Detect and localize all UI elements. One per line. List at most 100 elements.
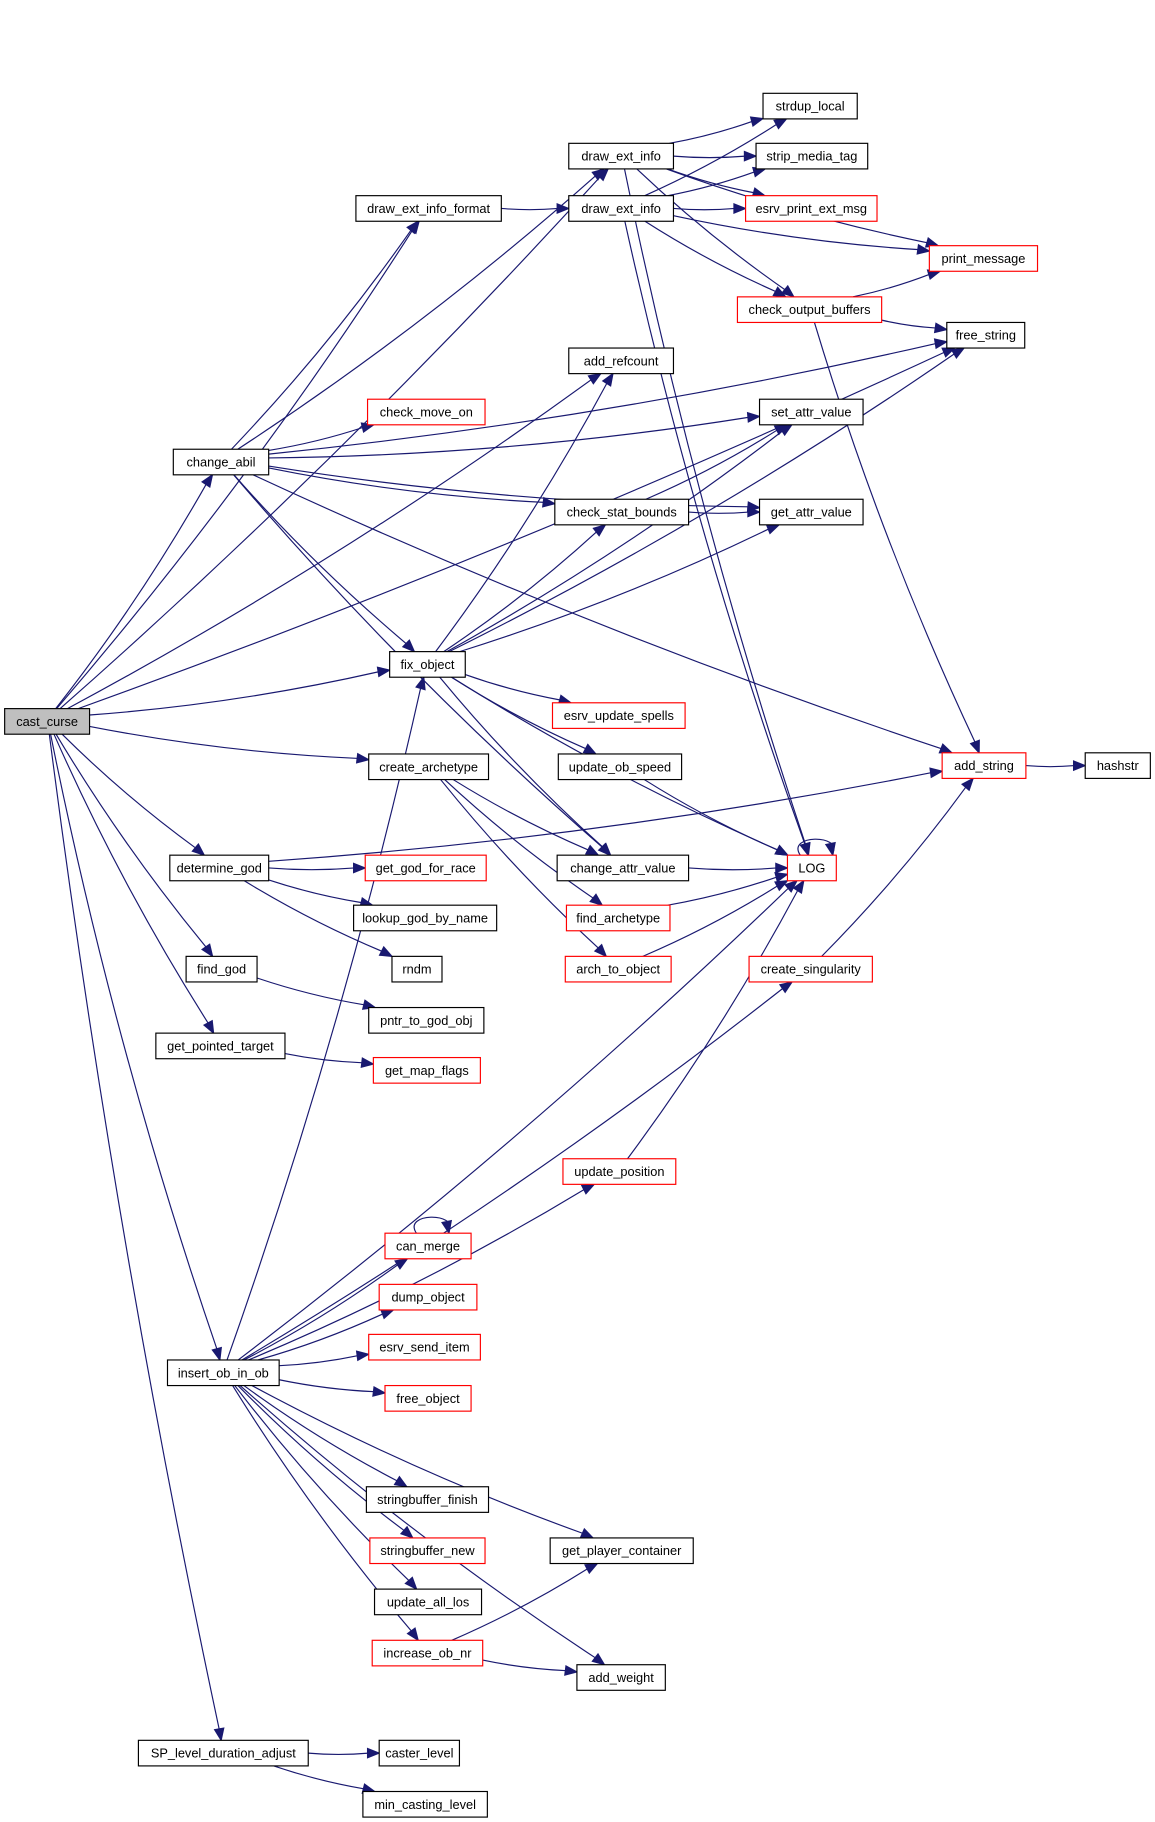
node-strip_media_tag[interactable]: strip_media_tag <box>755 142 869 170</box>
edge-line <box>55 733 208 949</box>
node-find_archetype[interactable]: find_archetype <box>565 904 671 932</box>
arrowhead-icon <box>746 411 762 423</box>
node-label: strip_media_tag <box>766 149 857 164</box>
edge-line <box>852 273 931 298</box>
node-update_all_los[interactable]: update_all_los <box>373 1588 483 1616</box>
node-can_merge[interactable]: can_merge <box>384 1232 472 1260</box>
edge-determine_god-to-add_string <box>268 767 944 862</box>
node-add_string[interactable]: add_string <box>941 752 1027 779</box>
node-insert_ob_in_ob[interactable]: insert_ob_in_ob <box>166 1359 280 1387</box>
edge-line <box>268 867 355 871</box>
edge-line <box>237 174 597 450</box>
node-fix_object[interactable]: fix_object <box>389 651 466 678</box>
node-SP_level_duration_adjust[interactable]: SP_level_duration_adjust <box>137 1739 309 1767</box>
edge-line <box>243 1385 399 1482</box>
node-min_casting_level[interactable]: min_casting_level <box>362 1790 488 1818</box>
node-print_message[interactable]: print_message <box>928 245 1039 272</box>
edge-draw_ext_info_a-to-strdup_local <box>669 116 765 144</box>
edge-line <box>243 880 383 953</box>
node-free_string[interactable]: free_string <box>946 321 1026 349</box>
node-esrv_update_spells[interactable]: esrv_update_spells <box>551 702 686 729</box>
arrowhead-icon <box>916 243 931 255</box>
node-add_weight[interactable]: add_weight <box>576 1664 666 1691</box>
node-check_output_buffers[interactable]: check_output_buffers <box>736 296 883 324</box>
arrowhead-icon <box>592 523 607 537</box>
node-label: arch_to_object <box>576 962 660 977</box>
node-label: strdup_local <box>776 99 845 114</box>
node-lookup_god_by_name[interactable]: lookup_god_by_name <box>353 904 498 932</box>
arrowhead-icon <box>747 506 762 518</box>
node-change_attr_value[interactable]: change_attr_value <box>556 854 690 882</box>
node-box <box>368 753 490 781</box>
nodes-layer: cast_curse draw_ext_info draw_ext_info_for… <box>4 92 1151 1818</box>
node-create_singularity[interactable]: create_singularity <box>748 955 873 983</box>
node-label: LOG <box>798 860 825 875</box>
arrowhead-icon <box>591 167 606 181</box>
node-strdup_local[interactable]: strdup_local <box>762 92 858 120</box>
edge-line <box>268 342 937 455</box>
node-set_attr_value[interactable]: set_attr_value <box>758 398 864 426</box>
node-box <box>946 321 1026 349</box>
node-pntr_to_god_obj[interactable]: pntr_to_god_obj <box>368 1006 485 1034</box>
node-label: SP_level_duration_adjust <box>151 1746 296 1761</box>
node-determine_god[interactable]: determine_god <box>169 854 270 882</box>
node-check_stat_bounds[interactable]: check_stat_bounds <box>554 498 690 526</box>
edge-insert_ob_in_ob-to-fix_object <box>226 675 426 1361</box>
edge-line <box>645 429 779 500</box>
node-label: esrv_send_item <box>379 1340 469 1355</box>
node-draw_ext_info_a[interactable]: draw_ext_info <box>568 142 675 170</box>
node-get_attr_value[interactable]: get_attr_value <box>758 498 864 526</box>
edge-fix_object-to-add_refcount <box>435 372 614 652</box>
arrowhead-icon <box>772 286 788 298</box>
node-cast_curse[interactable]: cast_curse <box>4 708 91 735</box>
node-get_pointed_target[interactable]: get_pointed_target <box>155 1032 286 1060</box>
edge-line <box>89 725 359 759</box>
node-dump_object[interactable]: dump_object <box>378 1283 478 1311</box>
node-box <box>576 1664 666 1691</box>
edge-draw_ext_info_b-to-esrv_print_ext_msg <box>673 202 748 214</box>
edge-find_archetype-to-LOG <box>667 871 789 906</box>
edge-change_abil-to-draw_ext_info_a <box>237 167 606 450</box>
node-get_player_container[interactable]: get_player_container <box>549 1537 694 1565</box>
node-stringbuffer_finish[interactable]: stringbuffer_finish <box>365 1486 490 1513</box>
node-update_position[interactable]: update_position <box>562 1158 677 1185</box>
node-box <box>137 1739 309 1767</box>
node-update_ob_speed[interactable]: update_ob_speed <box>557 753 683 781</box>
node-box <box>1084 752 1151 779</box>
node-caster_level[interactable]: caster_level <box>378 1739 461 1767</box>
node-add_refcount[interactable]: add_refcount <box>568 347 675 375</box>
node-check_move_on[interactable]: check_move_on <box>366 398 486 426</box>
node-label: pntr_to_god_obj <box>380 1013 472 1028</box>
node-stringbuffer_new[interactable]: stringbuffer_new <box>369 1537 486 1565</box>
arrowhead-icon <box>799 841 811 857</box>
node-label: add_refcount <box>584 353 659 368</box>
node-arch_to_object[interactable]: arch_to_object <box>564 955 672 983</box>
node-esrv_send_item[interactable]: esrv_send_item <box>368 1333 481 1361</box>
arrowhead-icon <box>591 1652 606 1666</box>
node-draw_ext_info_format[interactable]: draw_ext_info_format <box>355 195 502 222</box>
edge-line <box>482 1659 567 1672</box>
node-draw_ext_info_b[interactable]: draw_ext_info <box>568 195 675 222</box>
node-hashstr[interactable]: hashstr <box>1084 752 1151 779</box>
arrowhead-icon <box>593 943 608 958</box>
node-change_abil[interactable]: change_abil <box>172 448 270 476</box>
node-box <box>365 1486 490 1513</box>
node-rndm[interactable]: rndm <box>391 955 443 983</box>
arrowhead-icon <box>589 893 604 907</box>
node-esrv_print_ext_msg[interactable]: esrv_print_ext_msg <box>744 195 878 222</box>
edge-line <box>243 1263 399 1361</box>
node-box <box>568 142 675 170</box>
edge-update_ob_speed-to-LOG <box>643 779 789 856</box>
node-free_object[interactable]: free_object <box>384 1384 472 1412</box>
node-get_god_for_race[interactable]: get_god_for_race <box>364 854 487 882</box>
node-get_map_flags[interactable]: get_map_flags <box>372 1056 481 1084</box>
edge-change_abil-to-check_move_on <box>268 422 376 451</box>
edge-fix_object-to-check_stat_bounds <box>443 523 607 653</box>
node-find_god[interactable]: find_god <box>185 955 258 983</box>
node-increase_ob_nr[interactable]: increase_ob_nr <box>371 1639 484 1667</box>
edge-line <box>308 1752 369 1755</box>
node-create_archetype[interactable]: create_archetype <box>368 753 490 781</box>
arrowhead-icon <box>401 639 416 653</box>
node-label: rndm <box>402 962 431 977</box>
node-LOG[interactable]: LOG <box>786 854 837 882</box>
